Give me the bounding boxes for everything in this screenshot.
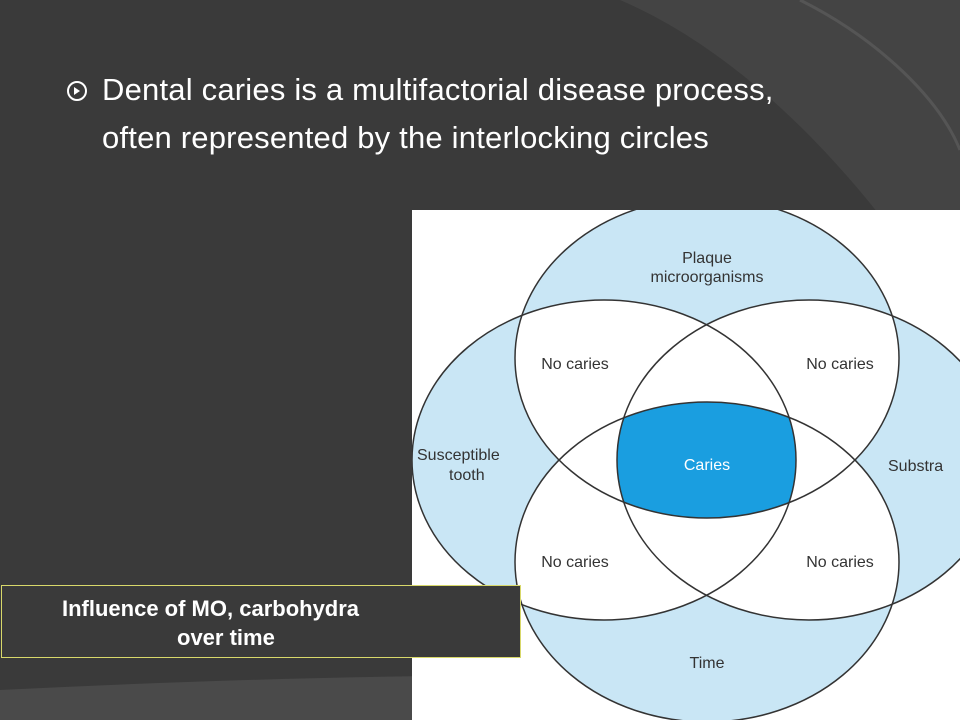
caption-line-2: over time (177, 625, 275, 650)
label-susceptible-line1: Susceptible (417, 447, 500, 464)
caption-line-1: Influence of MO, carbohydra (62, 596, 360, 621)
label-no-caries-upper-right: No caries (806, 356, 874, 373)
label-substrate: Substra (888, 458, 943, 475)
label-plaque-line1: Plaque (682, 250, 732, 267)
outline-time (514, 401, 900, 720)
label-no-caries-lower-right: No caries (806, 554, 874, 571)
label-time: Time (690, 655, 725, 672)
outline-substrate (616, 299, 960, 621)
outline-plaque (514, 210, 900, 519)
overlap-substrate-time (617, 402, 899, 620)
caption-box: Influence of MO, carbohydra over time (1, 585, 521, 658)
outline-susceptible-tooth (412, 299, 797, 621)
bullet-text: Dental caries is a multifactorial diseas… (102, 72, 774, 155)
label-plaque-line2: microorganisms (651, 269, 764, 286)
circled-arrow-bullet-icon (67, 81, 87, 101)
label-no-caries-lower-left: No caries (541, 554, 609, 571)
label-caries: Caries (684, 457, 730, 474)
venn-diagram-svg: Plaque microorganisms Susceptible tooth … (412, 210, 960, 720)
venn-diagram: Plaque microorganisms Susceptible tooth … (412, 210, 960, 720)
label-susceptible-line2: tooth (449, 467, 485, 484)
label-no-caries-upper-left: No caries (541, 356, 609, 373)
